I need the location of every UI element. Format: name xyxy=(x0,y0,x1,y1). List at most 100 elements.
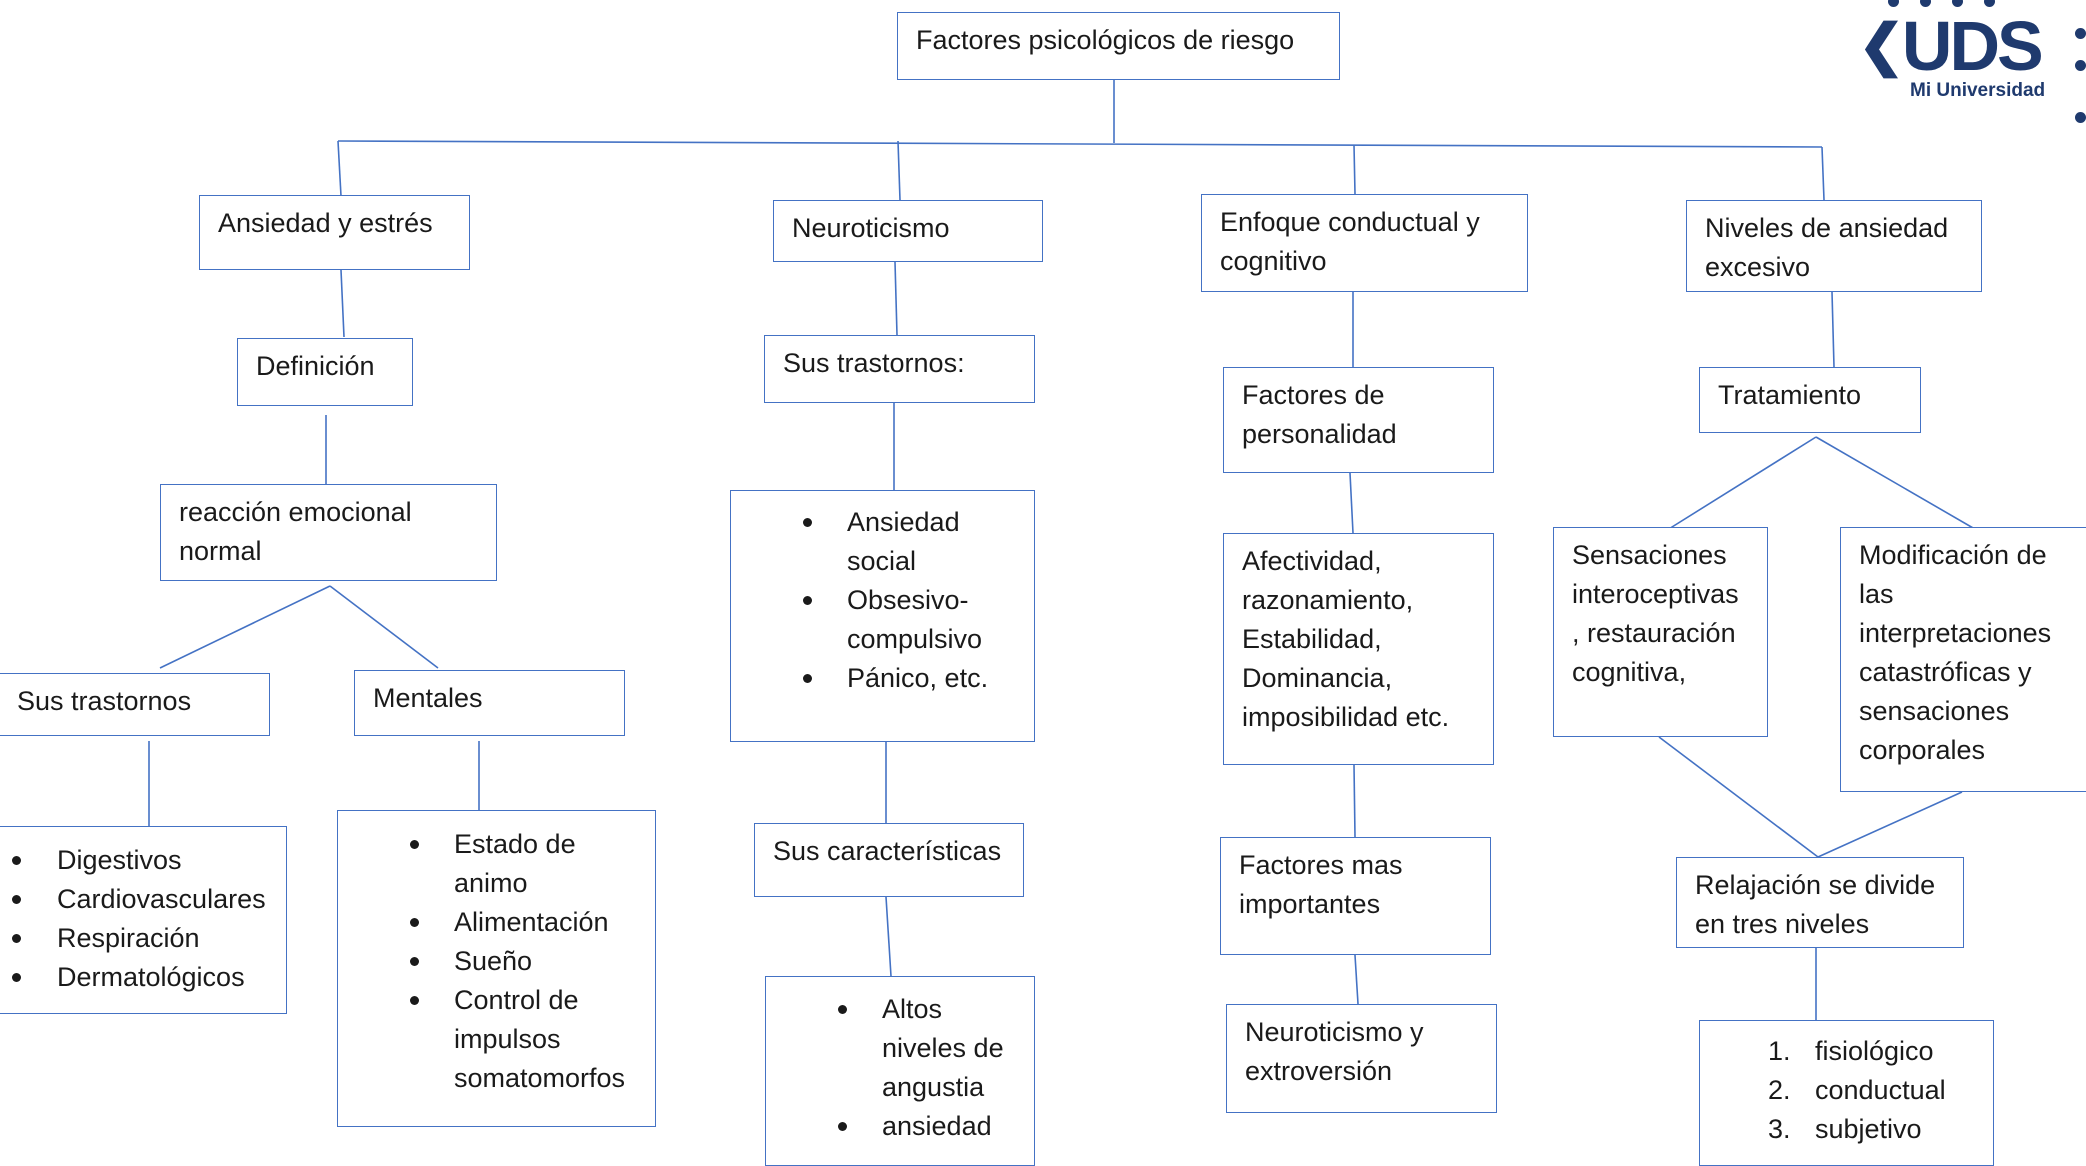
list-item: ansiedad xyxy=(766,1107,1021,1146)
list-item-number: 3. xyxy=(1768,1114,1791,1144)
list-item: 3. subjetivo xyxy=(1700,1110,1993,1149)
branch2-disorders-label: Sus trastornos: xyxy=(783,348,965,378)
edge-to-branch4 xyxy=(1821,146,1825,201)
logo-swoosh-icon: ❮ xyxy=(1858,13,1905,76)
logo-dot xyxy=(2075,60,2086,71)
logo-dot xyxy=(1920,0,1931,7)
list-item: Pánico, etc. xyxy=(731,659,1021,698)
edge-b4-treatment xyxy=(1831,291,1835,368)
edge-b2-features-list xyxy=(885,896,892,977)
list-item: 1. fisiológico xyxy=(1700,1032,1993,1071)
branch4-title: Niveles de ansiedad excesivo xyxy=(1705,213,1949,282)
edge-horizontal-bar xyxy=(337,140,1823,148)
branch1-title: Ansiedad y estrés xyxy=(218,208,433,238)
logo-subtitle: Mi Universidad xyxy=(1910,80,2046,101)
branch1-definition-label: Definición xyxy=(256,351,375,381)
logo-mark: ❮UDS xyxy=(1858,10,2044,81)
list-item: Sueño xyxy=(338,942,628,981)
branch1-reaction-node: reacción emocional normal xyxy=(160,484,497,581)
logo-text: UDS xyxy=(1901,7,2044,85)
branch2-node: Neuroticismo xyxy=(773,200,1043,262)
logo-dot xyxy=(1984,0,1995,7)
branch1-reaction-text: reacción emocional normal xyxy=(179,497,412,566)
branch2-features-label: Sus características xyxy=(773,836,1002,866)
branch3-personality-label: Factores de personalidad xyxy=(1242,380,1397,449)
branch3-important-node: Factores mas importantes xyxy=(1220,837,1491,955)
branch3-personality-node: Factores de personalidad xyxy=(1223,367,1494,473)
branch1-disorders-label: Sus trastornos xyxy=(17,686,192,716)
branch3-important-label: Factores mas importantes xyxy=(1239,850,1403,919)
branch1-node: Ansiedad y estrés xyxy=(199,195,470,270)
branch1-mental-label: Mentales xyxy=(373,683,483,713)
edge-to-branch2 xyxy=(897,140,901,201)
branch2-title: Neuroticismo xyxy=(792,213,950,243)
edge-b1-split-right xyxy=(329,585,439,669)
branch1-definition-node: Definición xyxy=(237,338,413,406)
list-item-number: 1. xyxy=(1768,1036,1791,1066)
edge-to-branch3 xyxy=(1353,144,1356,195)
list-item: Ansiedad social xyxy=(731,503,1021,581)
list-item-text: subjetivo xyxy=(1815,1114,1922,1144)
branch3-node: Enfoque conductual y cognitivo xyxy=(1201,194,1528,292)
list-item: Respiración xyxy=(0,919,286,958)
branch4-left-node: Sensaciones interoceptivas , restauració… xyxy=(1553,527,1768,737)
branch1-mental-node: Mentales xyxy=(354,670,625,736)
list-item: Estado de animo xyxy=(338,825,628,903)
branch1-disorders-node: Sus trastornos xyxy=(0,673,270,736)
branch3-important-text-node: Neuroticismo y extroversión xyxy=(1226,1004,1497,1113)
branch3-title: Enfoque conductual y cognitivo xyxy=(1220,207,1480,276)
logo-dot xyxy=(1952,0,1963,7)
logo-dot xyxy=(2075,28,2086,39)
list-item: Alimentación xyxy=(338,903,628,942)
list-item-text: fisiológico xyxy=(1815,1036,1934,1066)
edge-b4-left-relax xyxy=(1658,736,1819,858)
list-item-text: conductual xyxy=(1815,1075,1946,1105)
logo-dot xyxy=(1888,0,1899,7)
branch4-relax-list-box: 1. fisiológico 2. conductual 3. subjetivo xyxy=(1699,1020,1994,1166)
edge-b4-split-left xyxy=(1663,436,1817,533)
branch4-treatment-label: Tratamiento xyxy=(1718,380,1862,410)
edge-b1-definition xyxy=(340,269,345,338)
list-item: Dermatológicos xyxy=(0,958,286,997)
branch4-right-text: Modificación de las interpretaciones cat… xyxy=(1859,540,2052,765)
branch4-relax-node: Relajación se divide en tres niveles xyxy=(1676,857,1964,948)
edge-b2-disorders xyxy=(894,261,898,336)
branch4-relax-label: Relajación se divide en tres niveles xyxy=(1695,870,1936,939)
uds-logo: ❮UDS Mi Universidad xyxy=(1858,0,2086,130)
edge-b3-traits xyxy=(1349,472,1354,534)
branch4-left-text: Sensaciones interoceptivas , restauració… xyxy=(1572,540,1739,687)
list-item: Digestivos xyxy=(0,841,286,880)
list-item: 2. conductual xyxy=(1700,1071,1993,1110)
list-item: Cardiovasculares xyxy=(0,880,286,919)
branch4-treatment-node: Tratamiento xyxy=(1699,367,1921,433)
edge-b3-important-text xyxy=(1354,954,1359,1005)
root-title: Factores psicológicos de riesgo xyxy=(916,25,1295,55)
branch4-node: Niveles de ansiedad excesivo xyxy=(1686,200,1982,292)
branch3-traits-node: Afectividad, razonamiento, Estabilidad, … xyxy=(1223,533,1494,765)
branch2-disorders-node: Sus trastornos: xyxy=(764,335,1035,403)
list-item-number: 2. xyxy=(1768,1075,1791,1105)
root-node: Factores psicológicos de riesgo xyxy=(897,12,1340,80)
branch3-traits-text: Afectividad, razonamiento, Estabilidad, … xyxy=(1242,546,1450,732)
list-item: Control de impulsos somatomorfos xyxy=(338,981,628,1098)
list-item: Altos niveles de angustia xyxy=(766,990,1021,1107)
branch2-features-node: Sus características xyxy=(754,823,1024,897)
branch3-important-text: Neuroticismo y extroversión xyxy=(1245,1017,1424,1086)
edge-b1-split-left xyxy=(159,585,331,669)
list-item: Obsesivo-compulsivo xyxy=(731,581,1021,659)
branch4-right-node: Modificación de las interpretaciones cat… xyxy=(1840,527,2086,792)
edge-b4-split-right xyxy=(1815,436,1981,533)
branch4-relax-list: 1. fisiológico 2. conductual 3. subjetivo xyxy=(1700,1032,1993,1149)
edge-to-branch1 xyxy=(337,140,342,197)
logo-dot xyxy=(2075,112,2086,123)
